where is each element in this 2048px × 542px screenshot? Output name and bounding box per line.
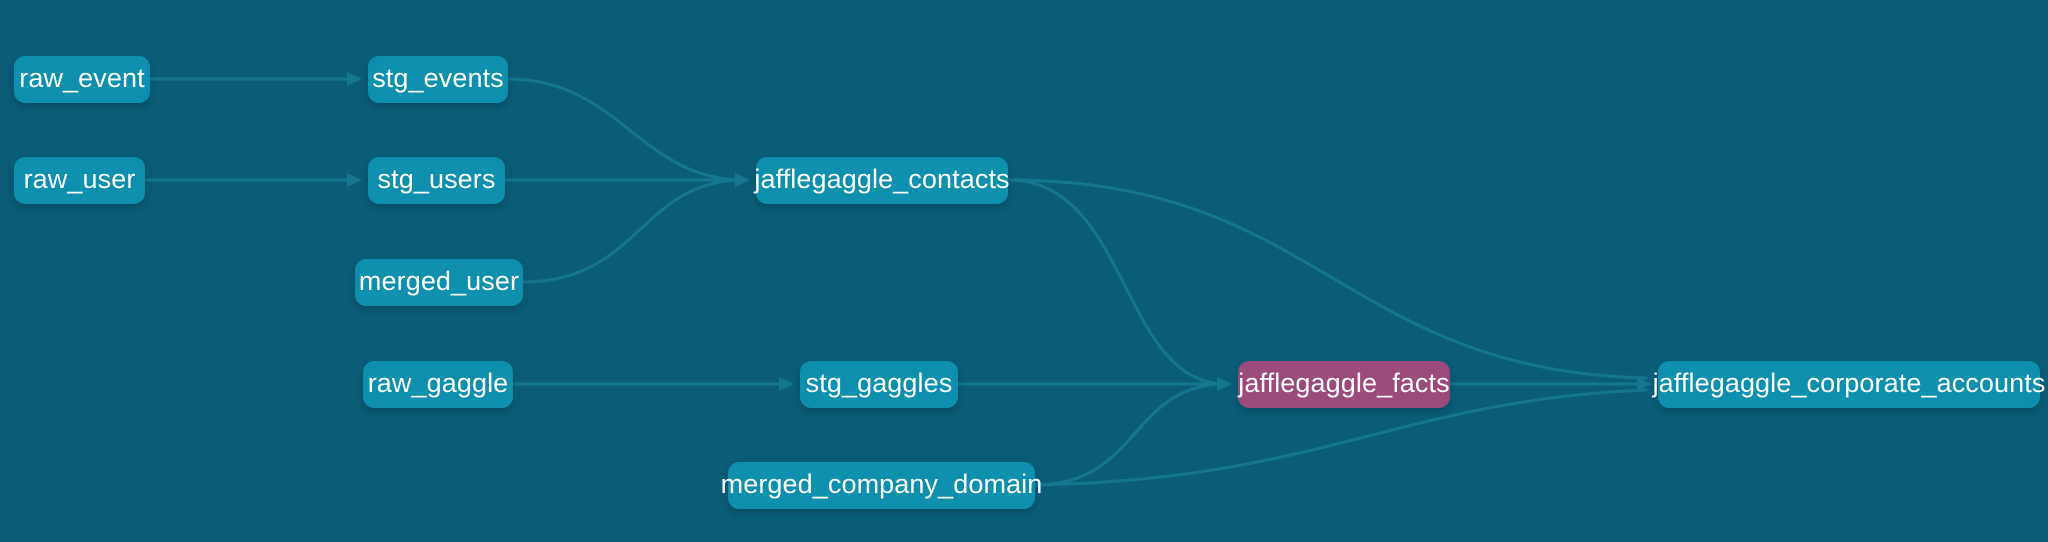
- graph-node-jafflegaggle_corporate_accounts[interactable]: jafflegaggle_corporate_accounts: [1653, 361, 2045, 408]
- graph-node-label: raw_user: [23, 164, 136, 194]
- graph-node-stg_users[interactable]: stg_users: [368, 157, 505, 204]
- graph-node-label: stg_events: [372, 63, 504, 93]
- graph-node-label: stg_gaggles: [805, 368, 953, 398]
- graph-node-raw_user[interactable]: raw_user: [14, 157, 145, 204]
- edge-jafflegaggle_contacts-to-jafflegaggle_corporate_accounts: [1006, 178, 1648, 380]
- graph-node-merged_company_domain[interactable]: merged_company_domain: [721, 462, 1042, 509]
- edge-merged_user-to-jafflegaggle_contacts: [521, 178, 746, 284]
- arrowhead-into-stg_gaggles: [779, 377, 794, 391]
- edge-jafflegaggle_contacts-to-jafflegaggle_facts: [1006, 178, 1228, 386]
- graph-node-label: jafflegaggle_contacts: [754, 164, 1010, 194]
- graph-node-raw_event[interactable]: raw_event: [14, 56, 150, 103]
- graph-node-jafflegaggle_contacts[interactable]: jafflegaggle_contacts: [754, 157, 1010, 204]
- arrowhead-into-jafflegaggle_contacts: [735, 173, 750, 187]
- arrowhead-into-stg_users: [347, 173, 362, 187]
- graph-node-label: jafflegaggle_facts: [1238, 368, 1450, 398]
- arrowhead-into-stg_events: [347, 72, 362, 86]
- graph-node-raw_gaggle[interactable]: raw_gaggle: [363, 361, 513, 408]
- graph-node-label: jafflegaggle_corporate_accounts: [1652, 368, 2046, 398]
- graph-node-stg_events[interactable]: stg_events: [368, 56, 508, 103]
- edge-merged_company_domain-to-jafflegaggle_facts: [1033, 382, 1228, 487]
- graph-node-jafflegaggle_facts[interactable]: jafflegaggle_facts: [1238, 361, 1450, 408]
- arrowhead-into-jafflegaggle_corporate_accounts: [1637, 377, 1652, 391]
- edge-stg_events-to-jafflegaggle_contacts: [506, 77, 746, 182]
- graph-node-stg_gaggles[interactable]: stg_gaggles: [800, 361, 958, 408]
- graph-node-label: merged_company_domain: [720, 469, 1043, 499]
- graph-node-label: merged_user: [358, 266, 520, 296]
- graph-node-label: raw_gaggle: [367, 368, 509, 398]
- graph-node-merged_user[interactable]: merged_user: [355, 259, 523, 306]
- arrowhead-into-jafflegaggle_facts: [1217, 377, 1232, 391]
- graph-node-label: stg_users: [377, 164, 496, 194]
- graph-node-label: raw_event: [19, 63, 145, 93]
